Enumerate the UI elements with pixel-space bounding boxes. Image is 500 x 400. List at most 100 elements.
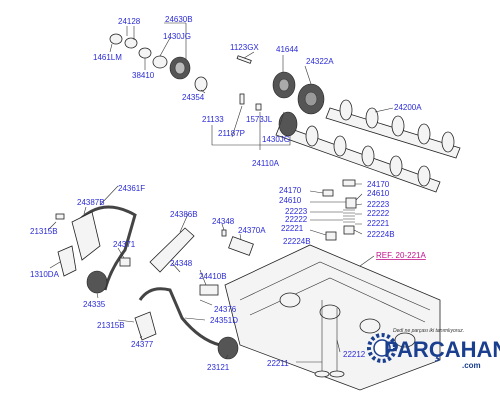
head-edge [249, 277, 426, 323]
brand-name: PARÇAHANI [384, 337, 500, 362]
part-label-24376: 24376 [214, 305, 237, 314]
part-label-21133: 21133 [202, 115, 224, 124]
part-label-24110a: 24110A [252, 159, 280, 168]
cam-bore [279, 292, 301, 308]
leader-line [296, 339, 341, 363]
timing-system [55, 205, 254, 360]
part-label-24170-left: 24170 [279, 186, 302, 195]
stem-seal [325, 231, 337, 241]
part-label-24377: 24377 [131, 340, 154, 349]
leader-line [231, 105, 261, 150]
leader-line [159, 37, 171, 57]
bolt [55, 213, 65, 220]
pin [255, 103, 262, 111]
valve-clip [342, 179, 356, 187]
brand-watermark: Dedi ne parçası iki tanımlıyoruz. PARÇAH… [367, 328, 500, 370]
snap-ring [109, 33, 123, 45]
leader-line [374, 107, 394, 113]
spring-seat [343, 225, 355, 235]
camshaft-assembly [109, 33, 461, 193]
part-label-22221-right: 22221 [367, 219, 390, 228]
part-label-24610-right: 24610 [367, 189, 390, 198]
part-label-22211: 22211 [267, 359, 289, 368]
crank-sprocket [86, 270, 108, 294]
cam-lobe [417, 165, 431, 187]
valve-head [329, 370, 345, 378]
tensioner-arm [57, 245, 77, 277]
chain-guide [71, 211, 101, 261]
part-label-24410b: 24410B [199, 272, 227, 281]
cam-bore [394, 332, 416, 348]
leader-line [243, 51, 255, 59]
part-label-21315b-top: 21315B [30, 227, 58, 236]
part-label-24170-right: 24170 [367, 180, 390, 189]
cylinder-head [224, 244, 441, 391]
part-label-1430jg-top: 1430JG [163, 32, 191, 41]
part-label-22222-right: 22222 [367, 209, 390, 218]
chain-guide [134, 311, 157, 341]
part-labels: 24128 24630B 1430JG 1461LM 38410 1123GX … [30, 15, 426, 372]
cam-sprocket-hub [174, 61, 186, 75]
retainer [345, 197, 357, 209]
leader-line [200, 89, 206, 94]
part-label-24630b: 24630B [165, 15, 193, 24]
part-label-24128: 24128 [118, 17, 141, 26]
intake-camshaft [325, 107, 461, 159]
pin [239, 93, 245, 105]
part-label-22224b-right: 22224B [367, 230, 395, 239]
cam-bore [359, 318, 381, 334]
cam-lobe [441, 131, 455, 153]
part-label-22222-left: 22222 [285, 215, 308, 224]
snap-ring [124, 37, 138, 49]
leader-line [109, 43, 113, 53]
leader-line [359, 255, 375, 267]
part-label-22221-left: 22221 [281, 224, 304, 233]
part-label-1461lm: 1461LM [93, 53, 122, 62]
timing-chain [73, 205, 137, 291]
leader-line [126, 26, 135, 40]
bolt [236, 55, 252, 64]
cam-lobe [417, 123, 431, 145]
part-label-24322a: 24322A [306, 57, 334, 66]
leader-line [171, 262, 181, 273]
leader-line [304, 65, 312, 85]
part-label-24386b: 24386B [170, 210, 198, 219]
cam-gear-hub [304, 91, 318, 107]
chain-guide [149, 227, 195, 273]
cam-lobe [361, 145, 375, 167]
leader-line [279, 111, 285, 126]
leader-line [199, 269, 207, 286]
washer [119, 257, 131, 267]
cam-bore [319, 304, 341, 320]
part-label-24610-left: 24610 [279, 196, 302, 205]
part-label-1430jg-mid: 1430JG [262, 135, 290, 144]
leader-line [96, 292, 99, 299]
reference-link[interactable]: REF. 20-221A [376, 251, 426, 260]
clip [194, 76, 208, 92]
cam-lobe [389, 155, 403, 177]
leader-lines [47, 22, 394, 363]
part-label-21187p: 21187P [218, 129, 245, 138]
chain-tensioner [228, 236, 254, 256]
sprocket-hub [278, 78, 290, 92]
cam-lobe [339, 99, 353, 121]
cam-lobe [391, 115, 405, 137]
part-label-1573jl: 1573JL [246, 115, 273, 124]
part-label-24335: 24335 [83, 300, 106, 309]
leader-line [47, 221, 57, 231]
part-label-1310da: 1310DA [30, 270, 60, 279]
leader-line [309, 190, 346, 236]
valve-bucket [322, 189, 334, 197]
part-label-22224b-left: 22224B [283, 237, 311, 246]
crank-sprocket [217, 336, 239, 360]
head-edge [239, 261, 431, 311]
leader-line [239, 233, 242, 241]
valve-train [322, 179, 357, 241]
leader-line [225, 354, 229, 359]
valve-head [314, 370, 330, 378]
cam-lobe [333, 135, 347, 157]
part-label-22223-right: 22223 [367, 200, 390, 209]
leader-line [164, 22, 187, 60]
